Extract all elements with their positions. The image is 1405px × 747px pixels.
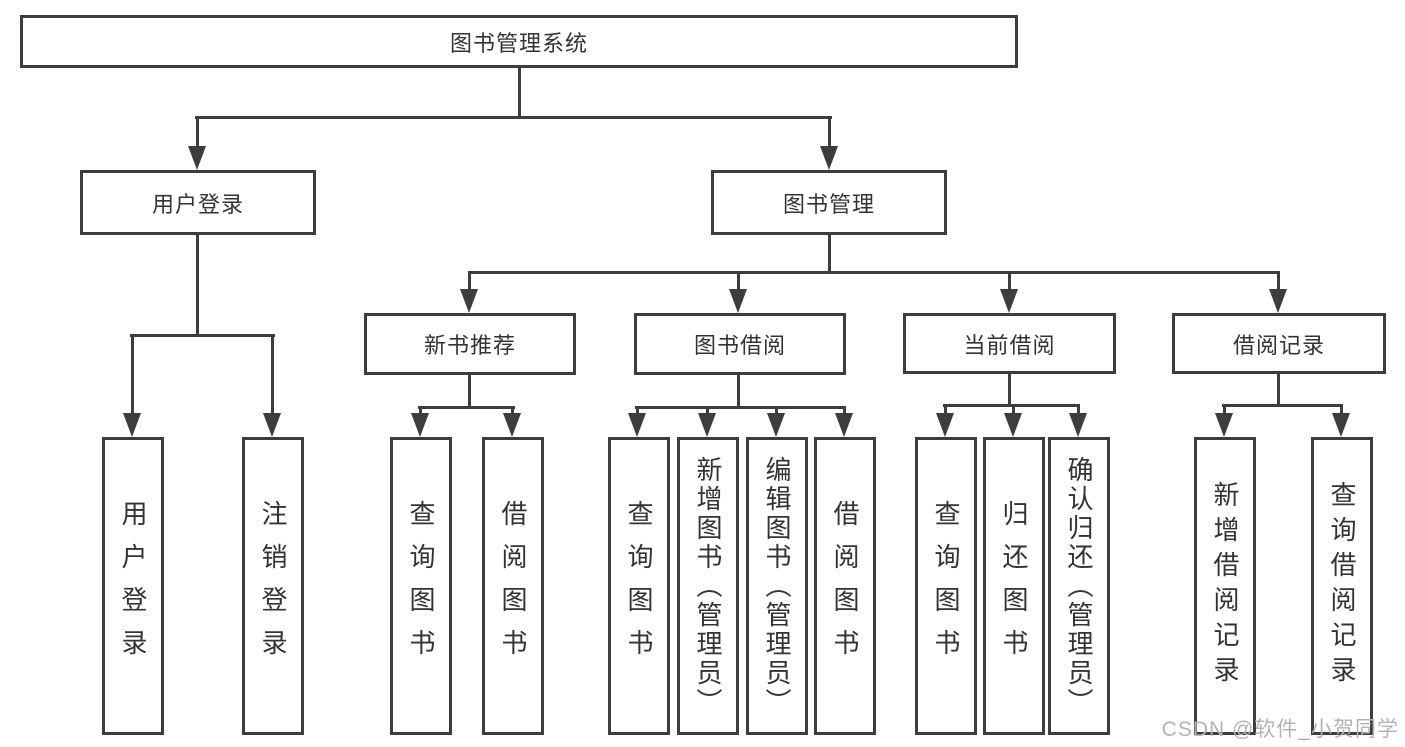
node-book-management-label: 图书管理 [782, 191, 875, 217]
arrow-down [1215, 413, 1233, 437]
leaf-user-login: 用户登录 [102, 437, 164, 735]
connector-line [1277, 271, 1280, 293]
arrow-down [835, 413, 853, 437]
node-library-system-label: 图书管理系统 [449, 30, 588, 56]
connector-line [1008, 374, 1011, 406]
node-library-system: 图书管理系统 [20, 15, 1018, 68]
leaf-logout: 注销登录 [242, 437, 304, 735]
connector-line [271, 334, 274, 420]
leaf-borrow-book: 借阅图书 [814, 437, 876, 735]
arrow-down [698, 413, 716, 437]
arrow-down [767, 413, 785, 437]
arrow-down [628, 413, 646, 437]
node-book-management: 图书管理 [711, 170, 947, 235]
connector-root-stem [518, 68, 521, 118]
leaf-user-login-label: 用户登录 [118, 500, 148, 672]
arrow-down [1004, 413, 1022, 437]
leaf-query-book-borrow-label: 查询图书 [624, 500, 654, 672]
arrow-down [1069, 413, 1087, 437]
leaf-return-book-label: 归还图书 [999, 500, 1029, 672]
arrow-down [263, 413, 281, 437]
leaf-query-book-current-label: 查询图书 [931, 500, 961, 672]
node-new-book-recommend: 新书推荐 [364, 313, 576, 375]
leaf-logout-label: 注销登录 [258, 500, 288, 672]
arrow-down [503, 413, 521, 437]
arrow-down [729, 289, 747, 313]
connector-level3-bar [468, 271, 1280, 274]
arrow-down [1332, 413, 1350, 437]
connector-line [130, 334, 275, 337]
connector-line [1340, 404, 1343, 420]
node-current-borrow-label: 当前借阅 [963, 332, 1056, 358]
leaf-add-borrow-record: 新增借阅记录 [1194, 437, 1256, 735]
leaf-borrow-book-recommend-label: 借阅图书 [498, 500, 528, 672]
node-borrow-records-label: 借阅记录 [1232, 332, 1325, 358]
connector-line [737, 271, 740, 293]
node-book-borrow: 图书借阅 [634, 313, 846, 375]
leaf-borrow-book-label: 借阅图书 [830, 500, 860, 672]
leaf-query-borrow-record-label: 查询借阅记录 [1327, 481, 1357, 691]
connector-line [1222, 404, 1343, 407]
leaf-confirm-return-admin: 确认归还（管理员） [1048, 437, 1110, 735]
connector-line [944, 404, 947, 420]
leaf-confirm-return-admin-label: 确认归还（管理员） [1064, 455, 1094, 717]
leaf-edit-book-admin: 编辑图书（管理员） [746, 437, 808, 735]
leaf-add-book-admin: 新增图书（管理员） [677, 437, 739, 735]
leaf-add-book-admin-label: 新增图书（管理员） [693, 455, 723, 717]
connector-line [828, 235, 831, 274]
connector-line [1077, 404, 1080, 420]
arrow-down [188, 146, 206, 170]
arrow-down [123, 413, 141, 437]
node-book-borrow-label: 图书借阅 [693, 333, 786, 358]
connector-line [737, 375, 740, 408]
leaf-query-borrow-record: 查询借阅记录 [1311, 437, 1373, 735]
arrow-down [460, 289, 478, 313]
connector-line [468, 271, 471, 293]
connector-line [1223, 404, 1226, 420]
arrow-down [1000, 289, 1018, 313]
node-current-borrow: 当前借阅 [903, 313, 1116, 374]
connector-line [468, 375, 471, 408]
connector-line [196, 116, 199, 152]
connector-line [1277, 374, 1280, 406]
arrow-down [820, 146, 838, 170]
arrow-down [1269, 289, 1287, 313]
csdn-watermark: CSDN @软件_小贺同学 [1161, 718, 1399, 741]
node-borrow-records: 借阅记录 [1172, 313, 1386, 374]
leaf-return-book: 归还图书 [983, 437, 1045, 735]
node-new-book-recommend-label: 新书推荐 [423, 333, 516, 358]
node-user-login: 用户登录 [80, 170, 316, 235]
leaf-query-book-recommend-label: 查询图书 [406, 500, 436, 672]
leaf-query-book-recommend: 查询图书 [390, 437, 452, 735]
arrow-down [936, 413, 954, 437]
leaf-query-book-current: 查询图书 [915, 437, 977, 735]
leaf-add-borrow-record-label: 新增借阅记录 [1210, 481, 1240, 691]
leaf-query-book-borrow: 查询图书 [608, 437, 670, 735]
connector-line [828, 116, 831, 152]
connector-line [943, 404, 1080, 407]
connector-line [1008, 271, 1011, 293]
connector-line [131, 334, 134, 420]
connector-line [418, 406, 515, 409]
node-user-login-label: 用户登录 [151, 191, 244, 217]
leaf-edit-book-admin-label: 编辑图书（管理员） [762, 455, 792, 717]
connector-level2-bar [195, 116, 832, 119]
arrow-down [411, 413, 429, 437]
connector-line [635, 406, 845, 409]
connector-line [1012, 404, 1015, 420]
leaf-borrow-book-recommend: 借阅图书 [482, 437, 544, 735]
connector-line [196, 235, 199, 337]
